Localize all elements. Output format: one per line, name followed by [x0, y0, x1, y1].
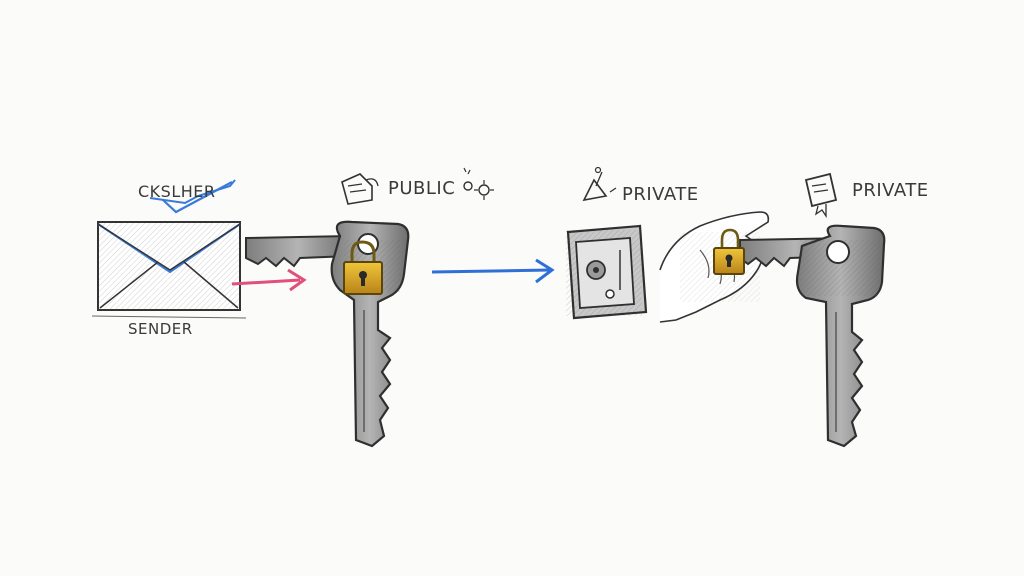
- padlock-icon: [713, 228, 745, 275]
- document-icon: [341, 173, 379, 205]
- private-label-right: PRIVATE: [852, 180, 929, 201]
- safe-icon: [566, 224, 648, 320]
- envelope-icon: [91, 221, 247, 319]
- gear-icon: [463, 167, 494, 200]
- sender-label: SENDER: [128, 320, 193, 338]
- bell-icon: [582, 166, 617, 202]
- private-label-left: PRIVATE: [622, 184, 699, 205]
- padlock-icon: [343, 240, 383, 295]
- checkmark-icon: [149, 179, 236, 214]
- public-label: PUBLIC: [388, 178, 456, 199]
- private-key-icon: [739, 224, 886, 448]
- certificate-icon: [804, 172, 838, 219]
- blue-arrow-icon: [431, 258, 555, 284]
- public-key-icon: [245, 220, 410, 448]
- pink-arrow-icon: [231, 268, 307, 292]
- checker-label: CKSLHER: [138, 182, 216, 201]
